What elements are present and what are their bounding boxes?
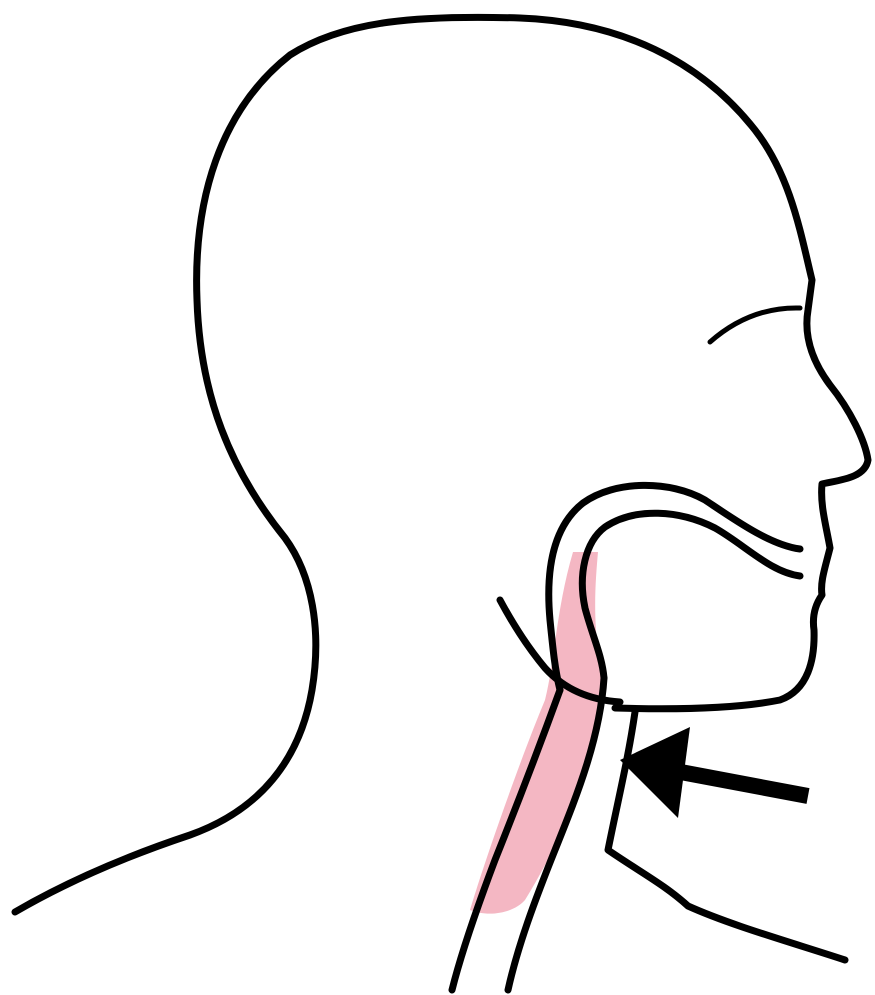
arrow-shaft [670, 770, 808, 796]
eye-line [710, 308, 800, 342]
left-pointing-arrow-icon [620, 727, 808, 818]
